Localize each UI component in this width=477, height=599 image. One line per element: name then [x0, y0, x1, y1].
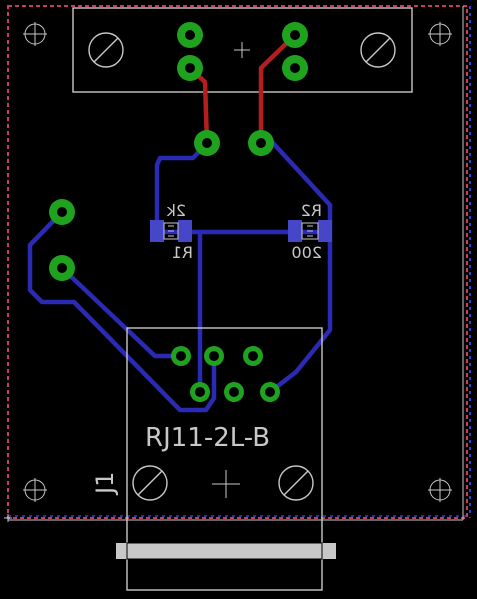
through-hole-pad [177, 55, 203, 81]
bottom-trace-g [27, 209, 217, 413]
top-trace-right [258, 32, 298, 146]
rj11-jack-tab-inner [126, 542, 323, 560]
r2-name-label: R2 [301, 201, 322, 220]
fiducial-icon [23, 478, 47, 502]
rj11-jack-tab [116, 543, 336, 559]
bottom-trace-f [59, 265, 184, 359]
rj11-value-label: RJ11-2L-B [145, 423, 270, 453]
mount-hole-icon [132, 465, 168, 501]
fiducial-icon [428, 478, 452, 502]
plus-icon [212, 470, 240, 498]
through-hole-pad [194, 130, 220, 156]
jack-pin [190, 382, 210, 402]
through-hole-pad [248, 130, 274, 156]
board-outline [7, 5, 468, 519]
mount-hole-icon [88, 32, 124, 68]
jack-pin [224, 382, 244, 402]
mount-hole-icon [360, 32, 396, 68]
through-hole-pad [49, 255, 75, 281]
j1-name-label: J1 [91, 472, 119, 496]
bottom-trace-e [267, 229, 333, 395]
jack-pin [171, 346, 191, 366]
r1-value-label: 2k [166, 201, 186, 220]
r2-value-label: 200 [291, 243, 322, 262]
resistor-r1 [150, 220, 192, 242]
power-connector-outline [72, 7, 413, 93]
r1-name-label: R1 [172, 243, 193, 262]
resistor-r2 [288, 220, 332, 242]
through-hole-pad [177, 22, 203, 48]
jack-pin [204, 346, 224, 366]
through-hole-pad [282, 22, 308, 48]
plus-icon [234, 42, 250, 58]
jack-pin [260, 382, 280, 402]
bottom-trace-a [154, 140, 210, 233]
origin-cross-icon [4, 514, 12, 522]
fiducial-icon [428, 22, 452, 46]
through-hole-pad [49, 199, 75, 225]
fiducial-icon [23, 22, 47, 46]
rj11-jack-outline [126, 327, 323, 591]
through-hole-pad [282, 55, 308, 81]
mount-hole-icon [278, 465, 314, 501]
jack-pin [243, 346, 263, 366]
